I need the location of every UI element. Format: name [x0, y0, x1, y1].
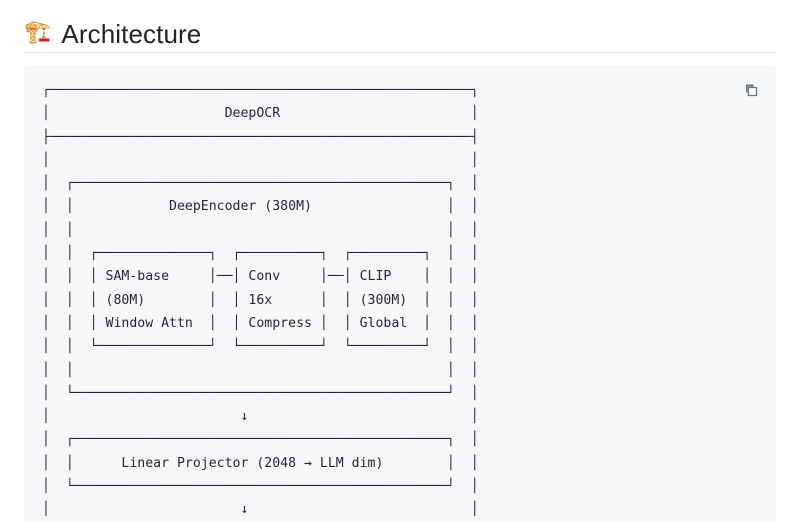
page-title-text: Architecture	[61, 18, 202, 49]
copy-button[interactable]	[738, 77, 764, 103]
architecture-ascii-diagram: ┌───────────────────────────────────────…	[42, 83, 479, 518]
copy-icon	[746, 84, 758, 97]
heading-divider	[24, 52, 776, 53]
building-construction-icon: 🏗️	[24, 20, 52, 45]
code-block: ┌───────────────────────────────────────…	[24, 65, 776, 522]
page-title: 🏗️ Architecture	[24, 14, 776, 54]
